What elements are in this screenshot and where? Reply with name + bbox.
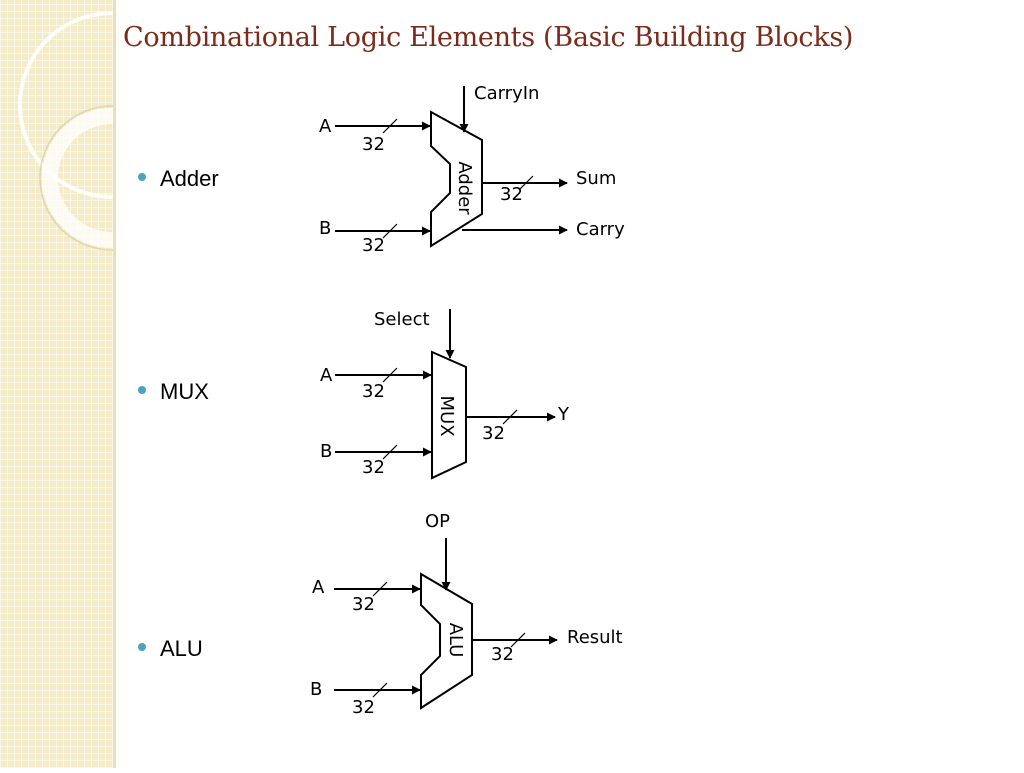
alu-op-label: OP [425,511,450,532]
alu-block-label: ALU [445,623,466,658]
alu-output-bus-slash [510,632,526,648]
alu-width-out-label: 32 [491,644,514,665]
adder-sum-bus-slash [518,175,534,191]
adder-input-b-label: B [319,218,331,239]
sidebar-texture [0,0,206,768]
mux-input-a-label: A [320,365,333,386]
adder-input-a-bus-slash [382,118,398,134]
alu-input-a-label: A [312,577,325,598]
mux-diagram [335,309,556,480]
bullet-dot-icon [138,643,146,652]
adder-input-a-label: A [319,116,332,137]
bullet-adder-label: Adder [160,166,219,191]
adder-block-label: Adder [454,161,475,215]
bullet-alu: ALU [138,636,203,662]
mux-select-label: Select [374,309,430,330]
alu-input-b-label: B [310,679,322,700]
mux-width-a-label: 32 [362,381,385,402]
mux-input-a-bus-slash [382,367,398,383]
mux-input-b-bus-slash [382,444,398,460]
bullet-mux: MUX [138,379,209,405]
adder-carryin-label: CarryIn [474,83,539,104]
adder-width-sum-label: 32 [500,184,523,205]
sidebar-edge [113,0,116,768]
slide-title: Combinational Logic Elements (Basic Buil… [123,22,854,53]
alu-width-a-label: 32 [352,594,375,615]
mux-output-label: Y [557,404,570,425]
adder-width-b-label: 32 [362,235,385,256]
mux-block-label: MUX [436,395,457,436]
adder-carry-label: Carry [576,219,625,240]
bullet-dot-icon [138,386,146,395]
mux-output-bus-slash [502,409,518,425]
bullet-alu-label: ALU [160,636,203,661]
adder-block-shape [430,110,483,248]
mux-block-shape [431,350,467,480]
alu-input-b-bus-slash [372,682,388,698]
mux-width-b-label: 32 [362,457,385,478]
adder-diagram [335,86,568,248]
adder-width-a-label: 32 [362,134,385,155]
alu-input-a-bus-slash [372,581,388,597]
mux-width-out-label: 32 [482,423,505,444]
adder-input-b-bus-slash [382,223,398,239]
bullet-mux-label: MUX [160,379,209,404]
mux-input-b-label: B [320,441,332,462]
alu-diagram [334,538,558,710]
adder-sum-label: Sum [576,168,616,189]
alu-block-shape [420,572,473,710]
bullet-dot-icon [138,173,146,182]
bullet-adder: Adder [138,166,219,192]
alu-output-label: Result [567,627,623,648]
alu-width-b-label: 32 [352,697,375,718]
